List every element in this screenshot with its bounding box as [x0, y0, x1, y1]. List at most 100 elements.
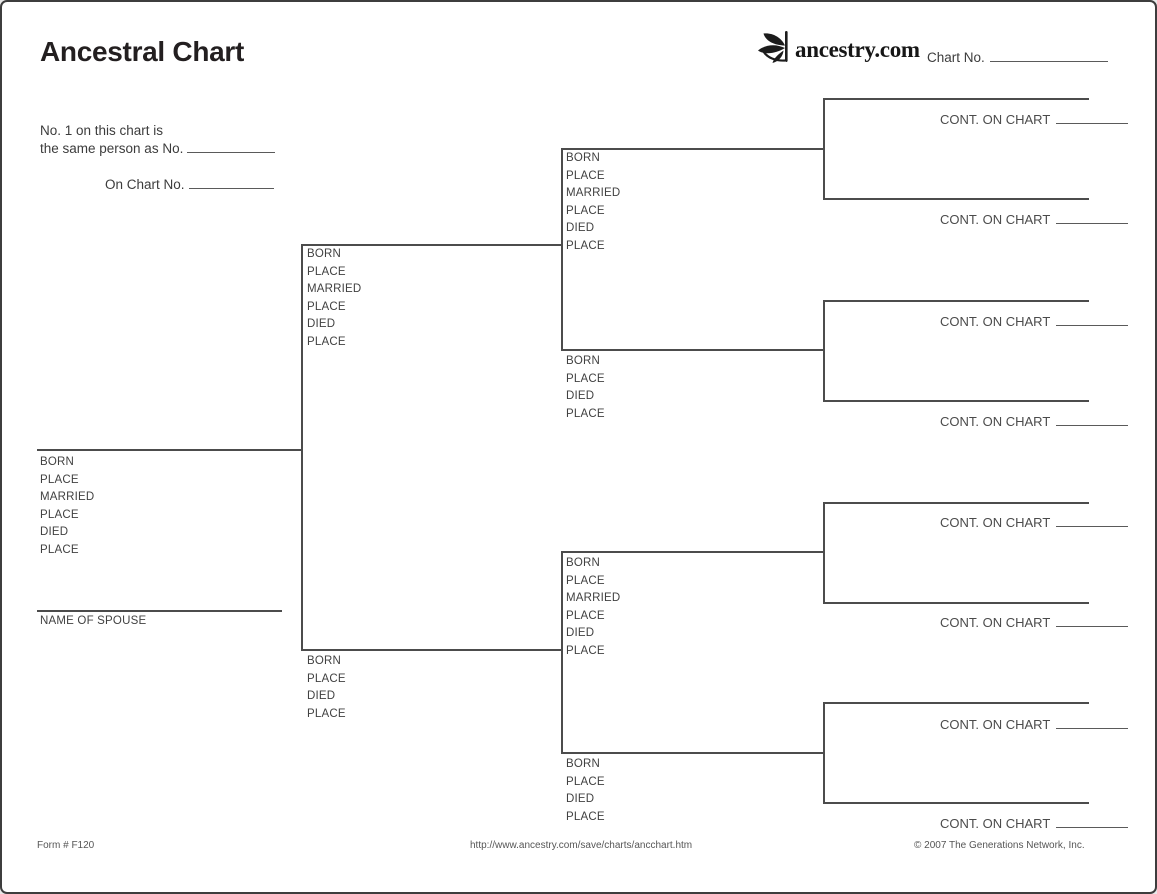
field-label: PLACE	[307, 300, 346, 313]
pedigree-line-person10	[823, 300, 1089, 302]
field-label: DIED	[40, 526, 69, 538]
field-label: BORN	[566, 557, 601, 569]
pedigree-connector-gen4-d	[823, 702, 825, 804]
field-label: PLACE	[307, 265, 346, 278]
reference-note-line1: No. 1 on this chart is	[40, 123, 164, 138]
field-label: DIED	[566, 222, 595, 234]
pedigree-line-person11	[823, 400, 1089, 402]
reference-note-line2: the same person as No.	[40, 140, 276, 158]
cont-chart-blank	[1056, 514, 1129, 527]
name-of-spouse-label: NAME OF SPOUSE	[40, 615, 147, 627]
pedigree-line-spouse	[37, 610, 282, 612]
field-label: BORN	[307, 655, 342, 667]
field-label: PLACE	[566, 239, 605, 252]
form-number: Form # F120	[37, 840, 95, 851]
field-label: MARRIED	[566, 187, 621, 199]
footer-copyright: © 2007 The Generations Network, Inc.	[914, 840, 1085, 851]
pedigree-connector-gen4-c	[823, 502, 825, 604]
field-label: BORN	[566, 152, 601, 164]
ancestry-logo: ancestry.com	[754, 30, 920, 69]
person4-fields: BORN PLACE MARRIED PLACE DIED PLACE	[566, 150, 620, 255]
cont-chart-blank	[1056, 413, 1129, 426]
pedigree-line-person7	[561, 752, 825, 754]
on-chart-number-blank	[188, 176, 274, 189]
pedigree-line-person8	[823, 98, 1089, 100]
field-label: DIED	[566, 390, 595, 402]
chart-number-blank	[989, 49, 1108, 62]
cont-on-chart-5: CONT. ON CHART	[940, 514, 1129, 530]
cont-chart-blank	[1056, 614, 1129, 627]
cont-on-chart-4: CONT. ON CHART	[940, 413, 1129, 429]
cont-chart-blank	[1056, 211, 1129, 224]
pedigree-line-person13	[823, 602, 1089, 604]
cont-chart-blank	[1056, 815, 1129, 828]
cont-chart-blank	[1056, 111, 1129, 124]
pedigree-line-person1	[37, 449, 302, 451]
field-label: BORN	[566, 355, 601, 367]
pedigree-connector-gen4-a	[823, 98, 825, 200]
field-label: PLACE	[40, 508, 79, 521]
on-chart-number-field: On Chart No.	[105, 176, 274, 192]
field-label: PLACE	[566, 810, 605, 823]
field-label: PLACE	[566, 372, 605, 385]
cont-on-chart-8: CONT. ON CHART	[940, 815, 1129, 831]
field-label: DIED	[307, 690, 336, 702]
pedigree-connector-gen2	[301, 244, 303, 651]
cont-on-chart-3: CONT. ON CHART	[940, 313, 1129, 329]
person6-fields: BORN PLACE MARRIED PLACE DIED PLACE	[566, 555, 620, 660]
chart-number-label: Chart No.	[927, 50, 985, 65]
pedigree-connector-gen4-b	[823, 300, 825, 402]
ancestry-logo-wordmark: ancestry.com	[795, 36, 920, 62]
cont-on-chart-2: CONT. ON CHART	[940, 211, 1129, 227]
ancestry-leaf-icon	[754, 30, 794, 69]
pedigree-line-person6	[561, 551, 825, 553]
cont-on-chart-7: CONT. ON CHART	[940, 716, 1129, 732]
person3-fields: BORN PLACE DIED PLACE	[307, 653, 346, 723]
person1-fields: BORN PLACE MARRIED PLACE DIED PLACE	[40, 454, 94, 559]
footer-url: http://www.ancestry.com/save/charts/ancc…	[470, 840, 693, 851]
field-label: PLACE	[307, 672, 346, 685]
field-label: PLACE	[566, 169, 605, 182]
field-label: DIED	[566, 793, 595, 805]
cont-chart-blank	[1056, 716, 1129, 729]
field-label: PLACE	[40, 543, 79, 556]
field-label: PLACE	[307, 707, 346, 720]
field-label: DIED	[566, 627, 595, 639]
field-label: BORN	[307, 248, 342, 260]
field-label: PLACE	[566, 204, 605, 217]
pedigree-line-mother	[301, 649, 563, 651]
on-chart-number-label: On Chart No.	[105, 177, 185, 192]
field-label: PLACE	[566, 574, 605, 587]
pedigree-line-person5	[561, 349, 825, 351]
pedigree-line-father	[301, 244, 563, 246]
pedigree-connector-gen3-paternal	[561, 148, 563, 351]
field-label: PLACE	[566, 609, 605, 622]
chart-number-field: Chart No.	[927, 49, 1108, 65]
pedigree-line-person14	[823, 702, 1089, 704]
person7-fields: BORN PLACE DIED PLACE	[566, 756, 605, 826]
field-label: PLACE	[566, 775, 605, 788]
same-person-number-blank	[187, 140, 276, 153]
page-title: Ancestral Chart	[40, 36, 245, 67]
reference-note: No. 1 on this chart is the same person a…	[40, 122, 276, 158]
pedigree-connector-gen3-maternal	[561, 551, 563, 754]
field-label: MARRIED	[307, 283, 362, 295]
pedigree-line-person9	[823, 198, 1089, 200]
field-label: PLACE	[566, 644, 605, 657]
pedigree-line-person4	[561, 148, 825, 150]
field-label: DIED	[307, 318, 336, 330]
field-label: PLACE	[40, 473, 79, 486]
field-label: MARRIED	[40, 491, 95, 503]
person2-fields: BORN PLACE MARRIED PLACE DIED PLACE	[307, 246, 361, 351]
field-label: BORN	[40, 456, 75, 468]
cont-on-chart-6: CONT. ON CHART	[940, 614, 1129, 630]
field-label: BORN	[566, 758, 601, 770]
cont-on-chart-1: CONT. ON CHART	[940, 111, 1129, 127]
field-label: PLACE	[566, 407, 605, 420]
person5-fields: BORN PLACE DIED PLACE	[566, 353, 605, 423]
field-label: PLACE	[307, 335, 346, 348]
pedigree-line-person15	[823, 802, 1089, 804]
cont-chart-blank	[1056, 313, 1129, 326]
pedigree-line-person12	[823, 502, 1089, 504]
